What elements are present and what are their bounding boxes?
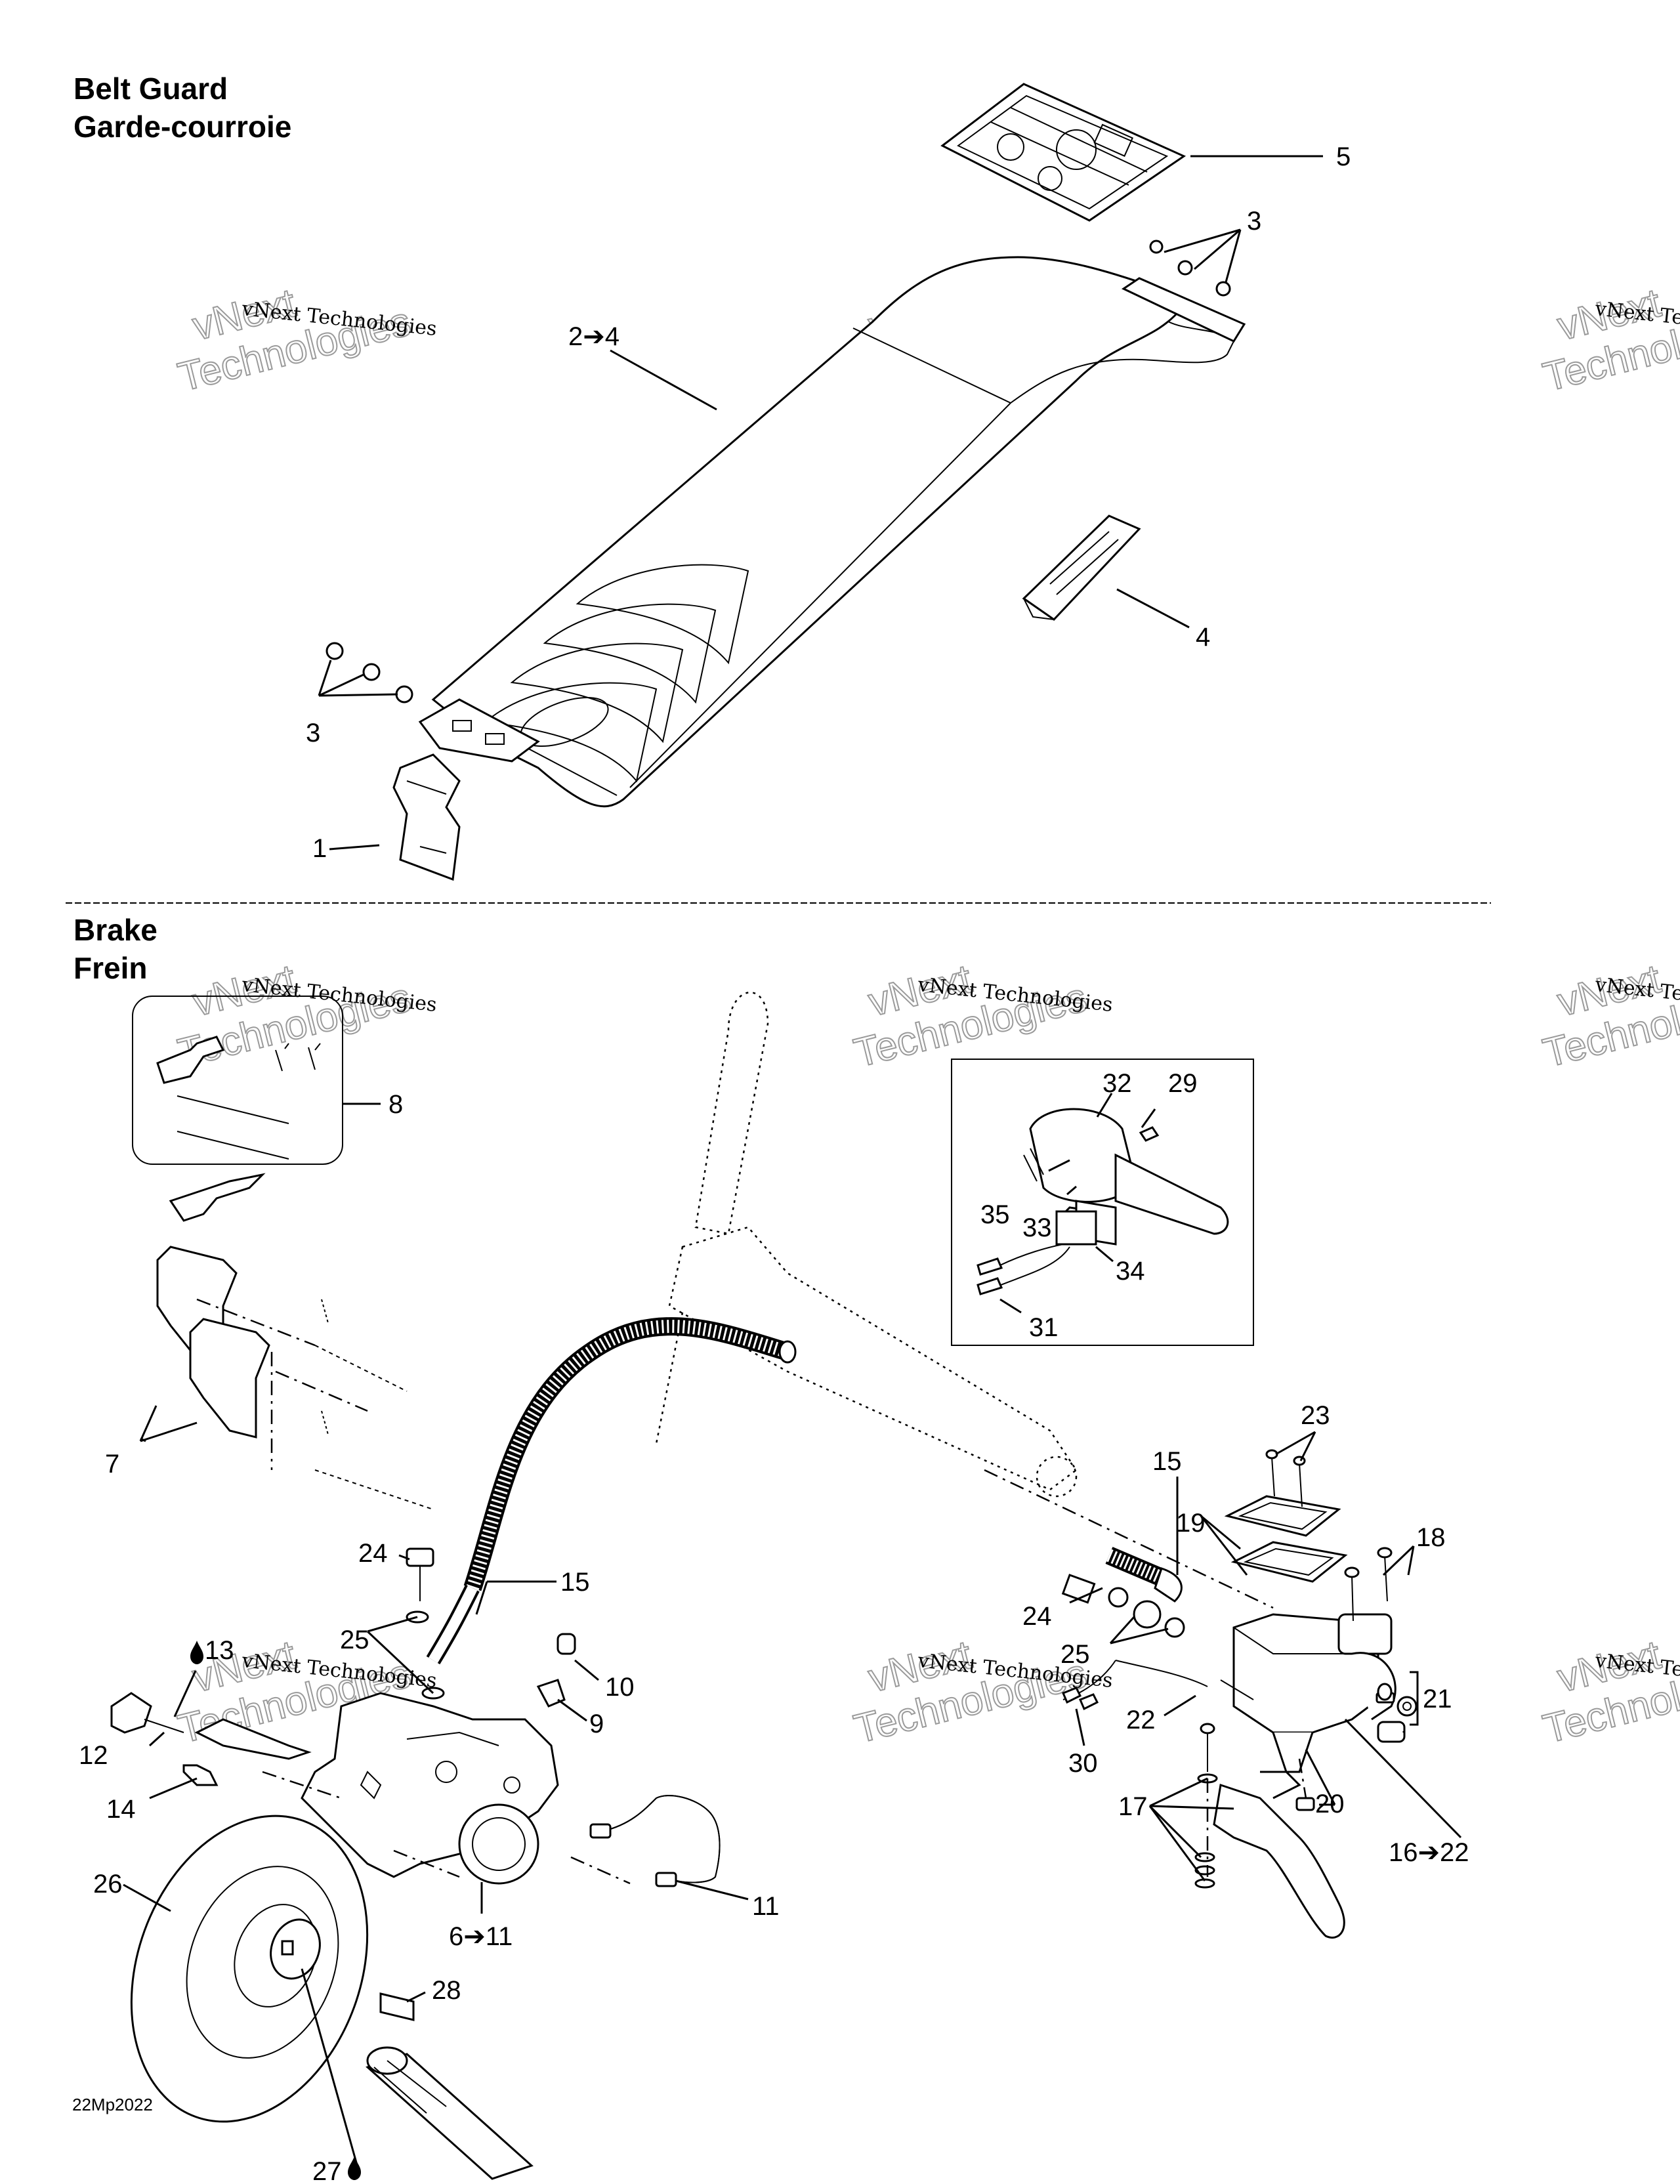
callout-23: 23 bbox=[1301, 1401, 1330, 1430]
brake-disc bbox=[130, 1815, 369, 2123]
watermark-7: vNext Technologies bbox=[1538, 280, 1680, 401]
callout-30: 30 bbox=[1068, 1749, 1098, 1778]
callout-25-left: 25 bbox=[340, 1626, 369, 1654]
bracket bbox=[392, 753, 461, 881]
callout-31: 31 bbox=[1029, 1313, 1059, 1342]
callout-27: 27 bbox=[312, 2157, 342, 2184]
callout-14: 14 bbox=[106, 1795, 136, 1824]
brake-caliper bbox=[110, 1547, 721, 2180]
lubricant-drop-icon bbox=[348, 2156, 361, 2180]
callout-20: 20 bbox=[1315, 1790, 1345, 1818]
pin-kit-box bbox=[132, 996, 381, 1165]
callout-35: 35 bbox=[980, 1200, 1010, 1229]
brake-hose bbox=[426, 1317, 797, 1665]
callout-1: 1 bbox=[312, 834, 327, 863]
callout-12: 12 bbox=[79, 1741, 108, 1770]
callout-10: 10 bbox=[605, 1673, 635, 1702]
callout-9: 9 bbox=[589, 1710, 604, 1738]
callout-26: 26 bbox=[93, 1870, 123, 1899]
callout-28: 28 bbox=[432, 1976, 461, 2005]
watermark-9: vNext Technologies bbox=[1538, 1631, 1680, 1753]
callout-3-top: 3 bbox=[1247, 207, 1261, 236]
callout-5: 5 bbox=[1336, 142, 1351, 171]
callout-34: 34 bbox=[1116, 1257, 1145, 1286]
decal-sheet bbox=[940, 83, 1186, 222]
brake-title-en: Brake bbox=[74, 913, 158, 947]
callout-17: 17 bbox=[1118, 1792, 1148, 1821]
watermark-1: vNext Technologies bbox=[173, 280, 416, 401]
callout-7: 7 bbox=[105, 1450, 119, 1479]
drive-shaft bbox=[366, 1992, 534, 2180]
watermark-8: vNext Technologies bbox=[1538, 956, 1680, 1077]
brake-title: Brake Frein bbox=[74, 911, 158, 987]
belt-guard-body bbox=[418, 256, 1246, 808]
callout-11-right: 11 bbox=[752, 1892, 780, 1921]
callout-19: 19 bbox=[1176, 1509, 1206, 1538]
belt-guard-title: Belt Guard Garde-courroie bbox=[74, 70, 291, 146]
callout-24-right: 24 bbox=[1022, 1602, 1052, 1631]
brake-switch-inset bbox=[951, 1059, 1254, 1346]
master-cylinder bbox=[1061, 1449, 1418, 1939]
callout-18: 18 bbox=[1416, 1523, 1446, 1552]
callout-6-to-11: 6➔11 bbox=[449, 1922, 513, 1951]
callout-22: 22 bbox=[1126, 1706, 1156, 1734]
callout-33: 33 bbox=[1022, 1213, 1052, 1242]
callout-32: 32 bbox=[1102, 1069, 1132, 1098]
callout-2-to-4: 2➔4 bbox=[568, 322, 620, 351]
callout-4: 4 bbox=[1196, 623, 1210, 652]
nuts-top bbox=[1149, 240, 1231, 297]
callout-8: 8 bbox=[388, 1090, 403, 1119]
brake-title-fr: Frein bbox=[74, 951, 148, 985]
brake-pads bbox=[139, 1173, 434, 1510]
callout-16-to-22: 16➔22 bbox=[1389, 1838, 1469, 1867]
callout-24-left: 24 bbox=[358, 1539, 388, 1568]
callout-15-right: 15 bbox=[1152, 1447, 1182, 1476]
decal-label bbox=[1022, 514, 1141, 621]
belt-guard-title-en: Belt Guard bbox=[74, 72, 228, 106]
callout-25-right: 25 bbox=[1060, 1640, 1090, 1669]
nuts-left bbox=[326, 642, 413, 704]
drawing-code: 22Mp2022 bbox=[72, 2095, 153, 2114]
callout-15-left: 15 bbox=[560, 1568, 590, 1597]
callout-3-left: 3 bbox=[306, 719, 320, 747]
belt-guard-title-fr: Garde-courroie bbox=[74, 110, 292, 144]
belt-guard-drawing: 5 3 2➔4 4 3 1 bbox=[306, 83, 1351, 881]
callout-29: 29 bbox=[1168, 1069, 1198, 1098]
callout-13: 13 bbox=[205, 1636, 234, 1665]
callout-21: 21 bbox=[1423, 1685, 1452, 1713]
lubricant-drop-icon bbox=[190, 1641, 203, 1664]
brake-drawing: 8 7 bbox=[79, 991, 1469, 2184]
